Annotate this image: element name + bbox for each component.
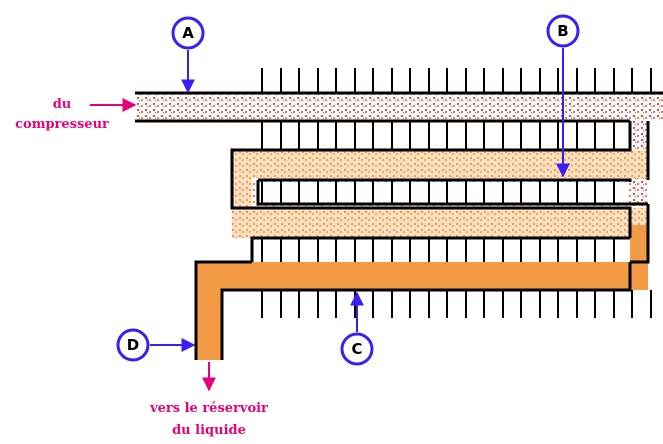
svg-text:A: A xyxy=(182,24,194,42)
tube-pass-4 xyxy=(196,262,648,290)
cooling-fins xyxy=(261,68,652,318)
tube-pass-1 xyxy=(135,93,663,119)
inlet-label-line2: compresseur xyxy=(15,117,109,132)
tube-outline xyxy=(135,91,663,360)
svg-text:D: D xyxy=(127,336,139,354)
outlet-label-line1: vers le réservoir xyxy=(149,401,268,416)
marker-b: B xyxy=(546,14,580,48)
marker-a: A xyxy=(171,16,205,50)
marker-c: C xyxy=(340,332,374,366)
fin-segments xyxy=(261,121,615,262)
tube-pass-3 xyxy=(232,208,648,238)
marker-d: D xyxy=(116,328,150,362)
outlet-label-line2: du liquide xyxy=(172,423,246,438)
svg-text:B: B xyxy=(557,22,568,40)
svg-text:C: C xyxy=(351,340,362,358)
inlet-label-line1: du xyxy=(53,97,72,112)
tube-pass-2b xyxy=(232,150,648,178)
outlet-pipe xyxy=(196,262,222,360)
